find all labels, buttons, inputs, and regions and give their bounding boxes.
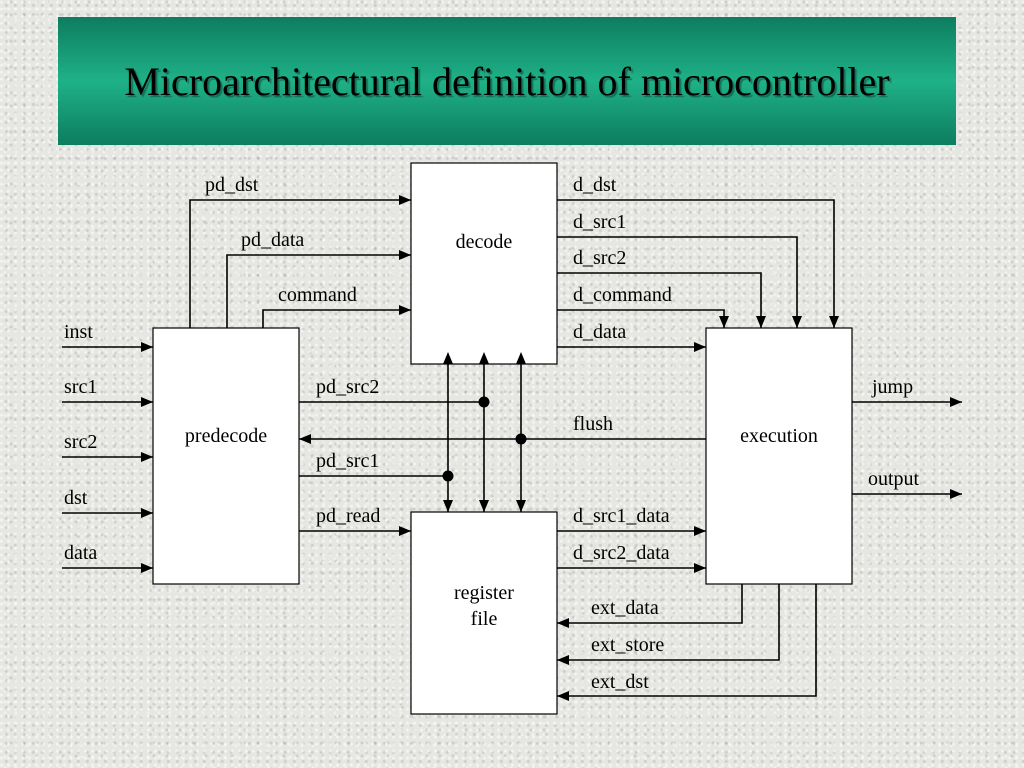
- signal-d-command: d_command: [557, 284, 729, 328]
- input-data: data: [62, 542, 153, 573]
- bus-decode-regfile: [443, 352, 526, 512]
- decode-label: decode: [456, 231, 513, 253]
- register-file-label-line1: register: [454, 582, 514, 604]
- signal-ext-dst: ext_dst: [557, 584, 817, 701]
- output-output: output: [852, 468, 962, 499]
- input-dst: dst: [62, 487, 153, 518]
- signal-label: d_src1_data: [573, 505, 670, 527]
- output-label: jump: [871, 376, 913, 398]
- signal-label: d_src1: [573, 211, 626, 233]
- predecode-label: predecode: [185, 425, 267, 447]
- output-label: output: [868, 468, 920, 490]
- input-label: data: [64, 542, 97, 564]
- title-banner: Microarchitectural definition of microco…: [58, 17, 956, 145]
- signal-label: pd_src2: [316, 376, 379, 398]
- signal-label: pd_data: [241, 229, 304, 251]
- execution-label: execution: [740, 425, 818, 447]
- input-label: dst: [64, 487, 88, 509]
- input-label: src2: [64, 431, 97, 453]
- input-src2: src2: [62, 431, 153, 462]
- signal-d-src1: d_src1: [557, 211, 802, 328]
- execution-block: execution: [705, 327, 853, 585]
- decode-block: decode: [410, 162, 558, 365]
- input-inst: inst: [62, 321, 153, 352]
- signal-d-src1-data: d_src1_data: [557, 505, 706, 536]
- signal-label: d_command: [573, 284, 672, 306]
- input-label: inst: [64, 321, 93, 343]
- signal-d-src2-data: d_src2_data: [557, 542, 706, 573]
- signal-label: d_src2: [573, 247, 626, 269]
- signal-label: ext_store: [591, 634, 664, 656]
- signal-pd-dst: pd_dst: [189, 174, 411, 328]
- signal-label: d_src2_data: [573, 542, 670, 564]
- signal-pd-data: pd_data: [226, 229, 411, 328]
- input-label: src1: [64, 376, 97, 398]
- signal-pd-src1: pd_src1: [299, 450, 454, 482]
- signal-flush: flush: [299, 413, 706, 445]
- signal-label: pd_src1: [316, 450, 379, 472]
- register-file-block: register file: [410, 511, 558, 715]
- signal-label: pd_dst: [205, 174, 259, 196]
- output-jump: jump: [852, 376, 962, 407]
- input-src1: src1: [62, 376, 153, 407]
- signal-ext-store: ext_store: [557, 584, 780, 665]
- signal-label: flush: [573, 413, 613, 435]
- signal-d-data: d_data: [557, 321, 706, 352]
- signal-pd-read: pd_read: [299, 505, 411, 536]
- register-file-label-line2: file: [471, 608, 498, 630]
- signal-label: ext_dst: [591, 671, 649, 693]
- signal-pd-src2: pd_src2: [299, 376, 490, 408]
- predecode-block: predecode: [152, 327, 300, 585]
- signal-d-dst: d_dst: [557, 174, 839, 328]
- signal-label: d_data: [573, 321, 626, 343]
- signal-label: pd_read: [316, 505, 380, 527]
- signal-label: ext_data: [591, 597, 659, 619]
- signal-label: command: [278, 284, 357, 306]
- page-title: Microarchitectural definition of microco…: [124, 58, 890, 104]
- signal-command: command: [262, 284, 411, 328]
- signal-ext-data: ext_data: [557, 584, 743, 628]
- signal-label: d_dst: [573, 174, 617, 196]
- signal-d-src2: d_src2: [557, 247, 766, 328]
